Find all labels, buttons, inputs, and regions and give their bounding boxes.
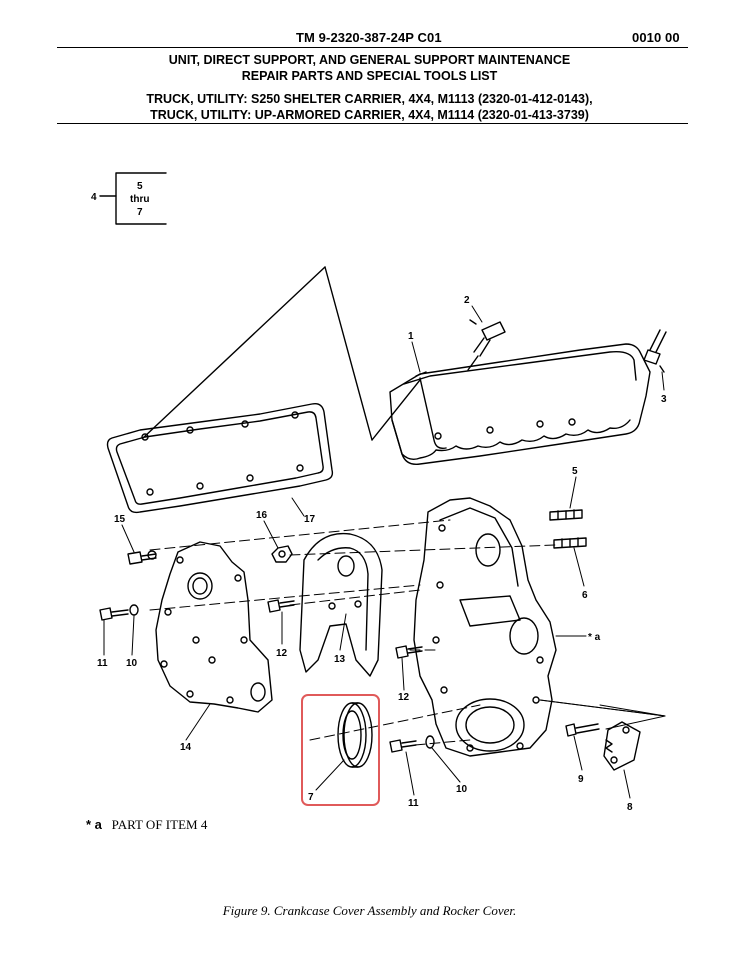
alignment-lines — [149, 519, 556, 746]
callout-leaders — [103, 305, 665, 799]
bolts — [99, 550, 435, 753]
callout-5: 5 — [572, 466, 578, 477]
callout-14: 14 — [180, 742, 192, 753]
vehicle-line2: TRUCK, UTILITY: UP-ARMORED CARRIER, 4X4,… — [150, 108, 589, 122]
rocker-cover — [389, 343, 651, 465]
bolt-9 — [565, 723, 600, 737]
callout-6: 6 — [582, 590, 588, 601]
callout-part-a: * a — [588, 632, 601, 643]
callout-16: 16 — [256, 510, 268, 521]
bracket-range-word: thru — [130, 194, 149, 205]
crankcase-housing — [413, 497, 557, 757]
front-cover-gasket — [299, 532, 383, 677]
callout-4: 4 — [91, 192, 97, 203]
header-rule-top — [57, 47, 688, 48]
callout-17: 17 — [304, 514, 316, 525]
item-4-bracket: 4 5 thru 7 — [91, 172, 167, 225]
figure-caption: Figure 9. Crankcase Cover Assembly and R… — [222, 903, 517, 918]
tm-number: TM 9-2320-387-24P C01 — [296, 30, 442, 45]
footnote: * a PART OF ITEM 4 — [86, 817, 207, 833]
callout-9: 9 — [578, 774, 584, 785]
manual-title-line2: REPAIR PARTS AND SPECIAL TOOLS LIST — [241, 69, 498, 83]
header-rule-bottom — [57, 123, 688, 124]
nut — [271, 545, 293, 563]
callout-11-right: 11 — [408, 798, 419, 809]
callout-10-left: 10 — [126, 658, 138, 669]
callout-15: 15 — [114, 514, 126, 525]
work-package-number: 0010 00 — [632, 30, 680, 45]
seal-highlight-box — [301, 694, 380, 806]
vehicle-line1: TRUCK, UTILITY: S250 SHELTER CARRIER, 4X… — [146, 92, 593, 106]
callout-12-right: 12 — [398, 692, 410, 703]
rocker-stud — [643, 329, 667, 373]
footnote-marker: * a — [86, 817, 102, 832]
callout-8: 8 — [627, 802, 633, 813]
bracket — [603, 721, 641, 771]
leader-gasket-to-cover — [142, 266, 326, 439]
callout-13: 13 — [334, 654, 346, 665]
cover-bolt — [467, 319, 506, 371]
bracket-range-end: 7 — [137, 207, 143, 218]
callout-1: 1 — [408, 331, 414, 342]
footnote-text: PART OF ITEM 4 — [111, 817, 208, 832]
bracket-range-start: 5 — [137, 181, 143, 192]
callout-3: 3 — [661, 394, 667, 405]
callout-7: 7 — [308, 792, 314, 803]
callout-11-left: 11 — [97, 658, 108, 669]
rocker-cover-gasket — [106, 402, 334, 514]
callout-10-right: 10 — [456, 784, 468, 795]
front-cover-plate — [155, 541, 273, 713]
studs — [549, 509, 587, 549]
callout-2: 2 — [464, 295, 470, 306]
callout-12-left: 12 — [276, 648, 288, 659]
manual-title-line1: UNIT, DIRECT SUPPORT, AND GENERAL SUPPOR… — [168, 53, 571, 67]
crankshaft-seal — [337, 702, 373, 768]
